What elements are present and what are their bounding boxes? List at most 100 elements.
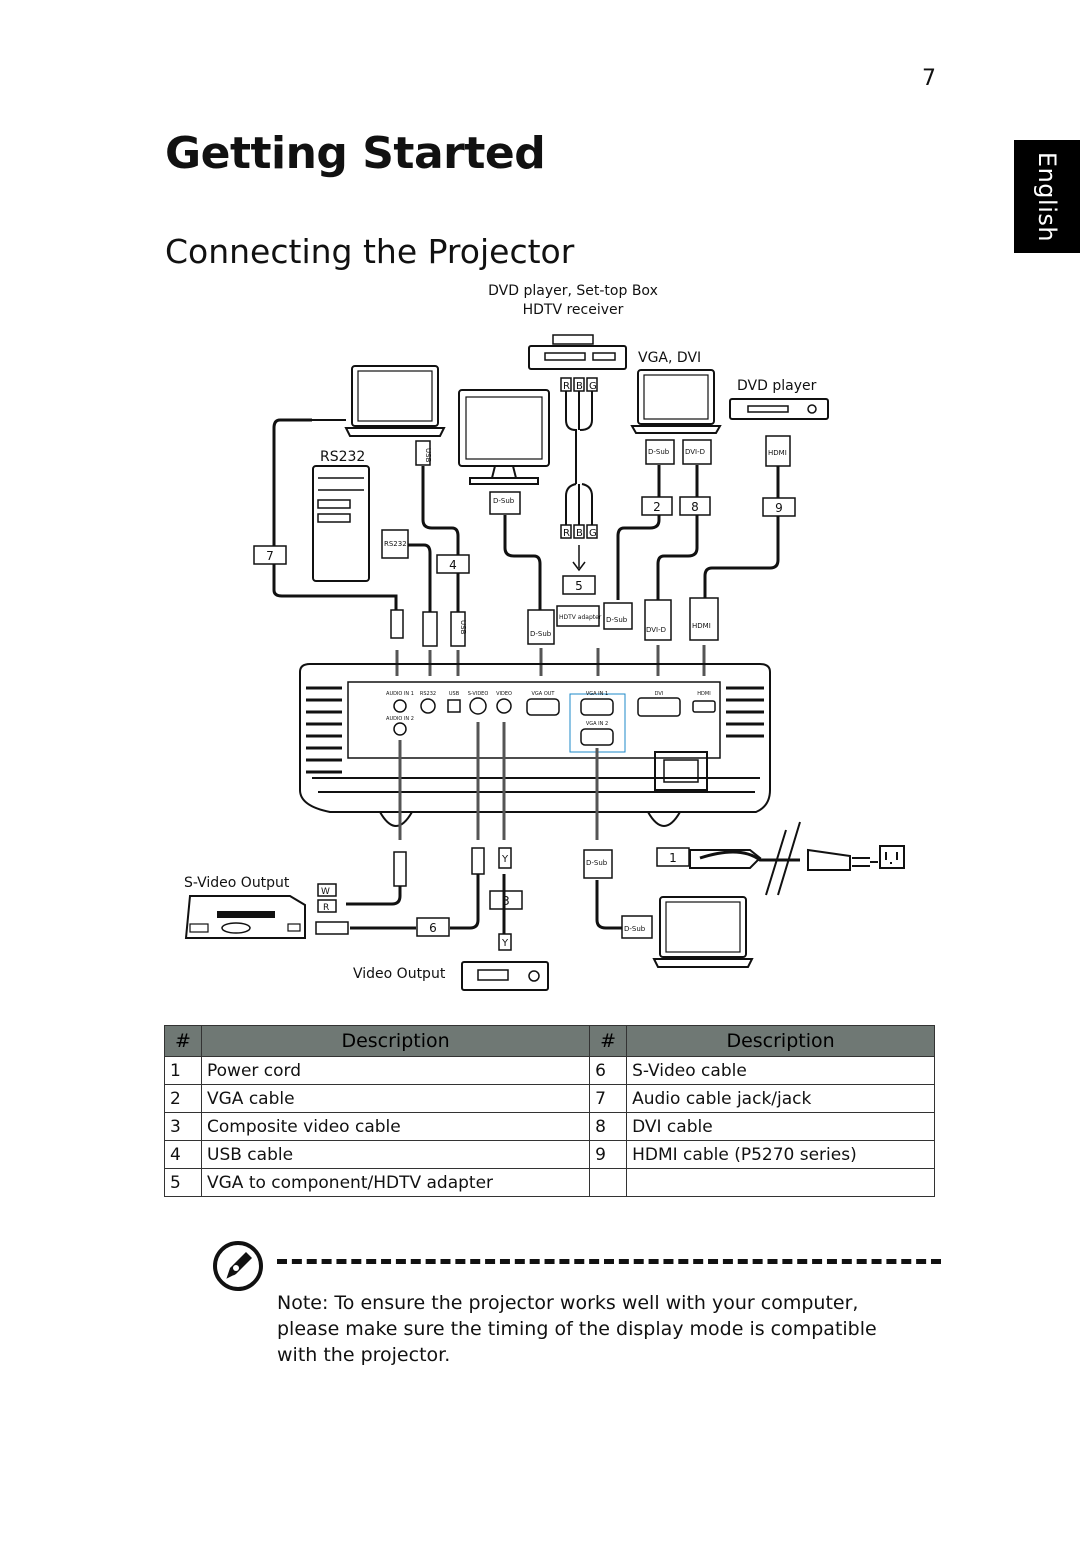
dsub-label-laptop: D-Sub: [648, 448, 670, 456]
port-svideo: S-VIDEO: [468, 691, 489, 697]
callout-1: 1: [669, 851, 677, 865]
page-number: 7: [922, 66, 936, 91]
usb-plug-label-bottom: USB: [459, 620, 467, 635]
rgb-b-bottom: B: [576, 528, 583, 539]
header-description-1: Description: [200, 1025, 591, 1057]
table-row: 5 VGA to component/HDTV adapter: [164, 1168, 935, 1197]
rgb-r-bottom: R: [563, 528, 570, 539]
cell-description: Composite video cable: [200, 1112, 591, 1141]
callout-2: 2: [653, 500, 661, 514]
y-label-top: Y: [501, 854, 509, 865]
callout-3: 3: [502, 894, 510, 908]
rs232-connector-label: RS232: [384, 540, 407, 548]
language-tab-label: English: [1033, 151, 1062, 242]
callout-4: 4: [449, 558, 457, 572]
rgb-r-top: R: [563, 381, 570, 392]
header-description-2: Description: [626, 1025, 935, 1057]
hdmi-label-bottom: HDMI: [692, 622, 711, 630]
dsub-label-left: D-Sub: [530, 630, 552, 638]
source-label-2: HDTV receiver: [523, 302, 624, 318]
dsub-label-adapter: D-Sub: [606, 616, 628, 624]
table-header-row: # Description # Description: [164, 1025, 935, 1057]
callout-8: 8: [691, 500, 699, 514]
cell-description: VGA to component/HDTV adapter: [200, 1168, 591, 1197]
cell-number: 2: [164, 1084, 202, 1113]
table-row: 4 USB cable 9 HDMI cable (P5270 series): [164, 1140, 935, 1169]
cell-number: 5: [164, 1168, 202, 1197]
cell-description: DVI cable: [626, 1112, 935, 1141]
port-hdmi: HDMI: [697, 691, 710, 697]
y-label-bottom: Y: [501, 938, 509, 949]
dvd-player-label: DVD player: [737, 378, 817, 394]
arrows-to-projector: [395, 645, 706, 676]
lower-connectors-2: Y Y D-Sub D-Sub W R: [315, 847, 653, 951]
table-row: 1 Power cord 6 S-Video cable: [164, 1056, 935, 1085]
note-label: Note: [277, 1292, 322, 1314]
cell-description: USB cable: [200, 1140, 591, 1169]
pc-tower-icon: [312, 465, 370, 582]
dvid-label-laptop: DVI-D: [685, 448, 705, 456]
cell-number: 6: [589, 1056, 628, 1085]
rgb-b-top: B: [576, 381, 583, 392]
port-video: VIDEO: [496, 691, 512, 697]
cable-legend-table: # Description # Description 1 Power cord…: [164, 1025, 935, 1197]
projector-icon: [299, 663, 771, 827]
rs232-label: RS232: [320, 449, 365, 465]
laptop-icon-left: [344, 365, 446, 437]
cell-description: S-Video cable: [626, 1056, 935, 1085]
cell-description: Audio cable jack/jack: [626, 1084, 935, 1113]
r-label: R: [323, 903, 329, 913]
language-tab: English: [1014, 140, 1080, 253]
callout-7: 7: [266, 549, 274, 563]
video-player-icon: [461, 961, 549, 991]
section-title: Connecting the Projector: [165, 232, 575, 271]
usb-plug-label-top: USB: [424, 448, 432, 463]
port-audio-in2: AUDIO IN 2: [386, 716, 414, 722]
rgb-g-bottom: G: [589, 528, 597, 539]
arrows-from-projector: [398, 722, 599, 840]
vga-dvi-label: VGA, DVI: [638, 350, 701, 366]
laptop-icon-bottom: [652, 896, 754, 968]
port-rs232: RS232: [420, 691, 436, 697]
cell-description: [626, 1168, 935, 1197]
cell-number: [589, 1168, 628, 1197]
port-dvi: DVI: [655, 691, 664, 697]
rgb-plugs-top: R B G R B G: [560, 377, 598, 572]
cell-number: 7: [589, 1084, 628, 1113]
power-cord-icon: [689, 821, 905, 896]
laptop-icon-right: [630, 369, 722, 434]
set-top-box-icon: [528, 334, 627, 370]
port-vga-in2: VGA IN 2: [586, 721, 608, 727]
cell-number: 3: [164, 1112, 202, 1141]
note-divider: [277, 1259, 941, 1264]
port-vga-in1: VGA IN 1: [586, 691, 608, 697]
note-content: : To ensure the projector works well wit…: [277, 1292, 877, 1366]
dsub-label-lower: D-Sub: [586, 859, 608, 867]
callout-5: 5: [575, 579, 583, 593]
callout-boxes: [253, 496, 796, 937]
port-usb: USB: [449, 691, 460, 697]
lower-connectors: USB D-Sub HDTV adapter D-Sub DVI-D HDMI: [390, 597, 719, 647]
dsub-label-monitor: D-Sub: [493, 497, 515, 505]
monitor-icon: [458, 389, 550, 485]
vcr-icon: [184, 895, 306, 939]
dsub-label-laptop-bottom: D-Sub: [624, 925, 646, 933]
header-number-2: #: [589, 1025, 628, 1057]
cell-number: 8: [589, 1112, 628, 1141]
cell-number: 9: [589, 1140, 628, 1169]
port-audio-in1: AUDIO IN 1: [386, 691, 414, 697]
callout-6: 6: [429, 921, 437, 935]
rgb-g-top: G: [589, 381, 597, 392]
cell-description: HDMI cable (P5270 series): [626, 1140, 935, 1169]
note-text: Note: To ensure the projector works well…: [277, 1290, 917, 1368]
callout-9: 9: [775, 501, 783, 515]
upper-connectors: USB D-Sub D-Sub DVI-D HDMI RS232: [381, 435, 791, 559]
table-row: 2 VGA cable 7 Audio cable jack/jack: [164, 1084, 935, 1113]
svideo-output-label: S-Video Output: [184, 875, 290, 891]
hdtv-adapter-label: HDTV adapter: [559, 614, 602, 621]
header-number-1: #: [164, 1025, 202, 1057]
connection-diagram: DVD player, Set-top Box HDTV receiver VG…: [184, 283, 905, 991]
dvd-player-icon: [729, 398, 829, 420]
chapter-title: Getting Started: [165, 128, 546, 179]
note-pen-icon: [213, 1241, 263, 1291]
